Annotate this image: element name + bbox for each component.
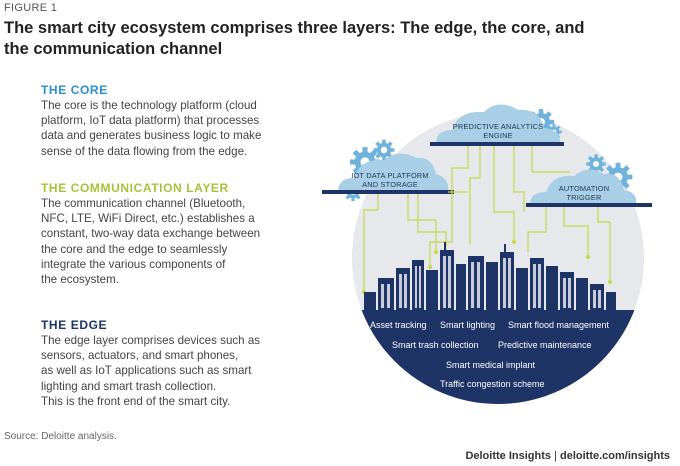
section-core-body: The core is the technology platform (clo…	[41, 99, 262, 158]
section-edge: THE EDGE The edge layer comprises device…	[41, 318, 303, 409]
app-smart-lighting: Smart lighting	[440, 320, 495, 330]
cloud-automation-line1: AUTOMATION	[559, 184, 610, 193]
footer-brand: Deloitte Insights	[465, 450, 551, 462]
smart-city-illustration: PREDICTIVE ANALYTICS ENGINE IOT DATA PLA…	[322, 104, 652, 404]
platform-bar-top	[430, 142, 564, 146]
footer-attribution: Deloitte Insights | deloitte.com/insight…	[465, 450, 670, 462]
app-smart-flood-management: Smart flood management	[508, 320, 610, 330]
cloud-predictive-analytics: PREDICTIVE ANALYTICS ENGINE	[436, 104, 561, 144]
cloud-predictive-line2: ENGINE	[483, 131, 513, 140]
app-asset-tracking: Asset tracking	[370, 320, 427, 330]
section-core: THE CORE The core is the technology plat…	[41, 83, 303, 159]
source-note: Source: Deloitte analysis.	[4, 431, 117, 442]
cloud-iot-line2: AND STORAGE	[362, 180, 418, 189]
app-smart-trash-collection: Smart trash collection	[392, 340, 479, 350]
cloud-predictive-line1: PREDICTIVE ANALYTICS	[453, 122, 544, 131]
section-edge-body: The edge layer comprises devices such as…	[41, 334, 261, 408]
platform-bar-right	[526, 203, 652, 207]
platform-bar-left	[322, 190, 454, 194]
figure-title: The smart city ecosystem comprises three…	[4, 19, 585, 58]
app-smart-medical-implant: Smart medical implant	[446, 360, 536, 370]
app-traffic-congestion-scheme: Traffic congestion scheme	[440, 379, 545, 389]
app-predictive-maintenance: Predictive maintenance	[498, 340, 592, 350]
section-communication-body: The communication channel (Bluetooth, NF…	[41, 197, 261, 287]
section-core-heading: THE CORE	[41, 83, 108, 97]
section-communication: THE COMMUNICATION LAYER The communicatio…	[41, 181, 303, 287]
cloud-iot-line1: IOT DATA PLATFORM	[351, 171, 429, 180]
cloud-automation-line2: TRIGGER	[566, 193, 601, 202]
section-communication-heading: THE COMMUNICATION LAYER	[41, 181, 229, 195]
figure-label: FIGURE 1	[4, 2, 58, 14]
section-edge-heading: THE EDGE	[41, 318, 108, 332]
cloud-automation-trigger: AUTOMATION TRIGGER	[530, 169, 637, 205]
footer-separator: |	[551, 450, 560, 462]
cloud-iot-data-platform: IOT DATA PLATFORM AND STORAGE	[338, 153, 449, 192]
footer-url[interactable]: deloitte.com/insights	[559, 450, 670, 462]
